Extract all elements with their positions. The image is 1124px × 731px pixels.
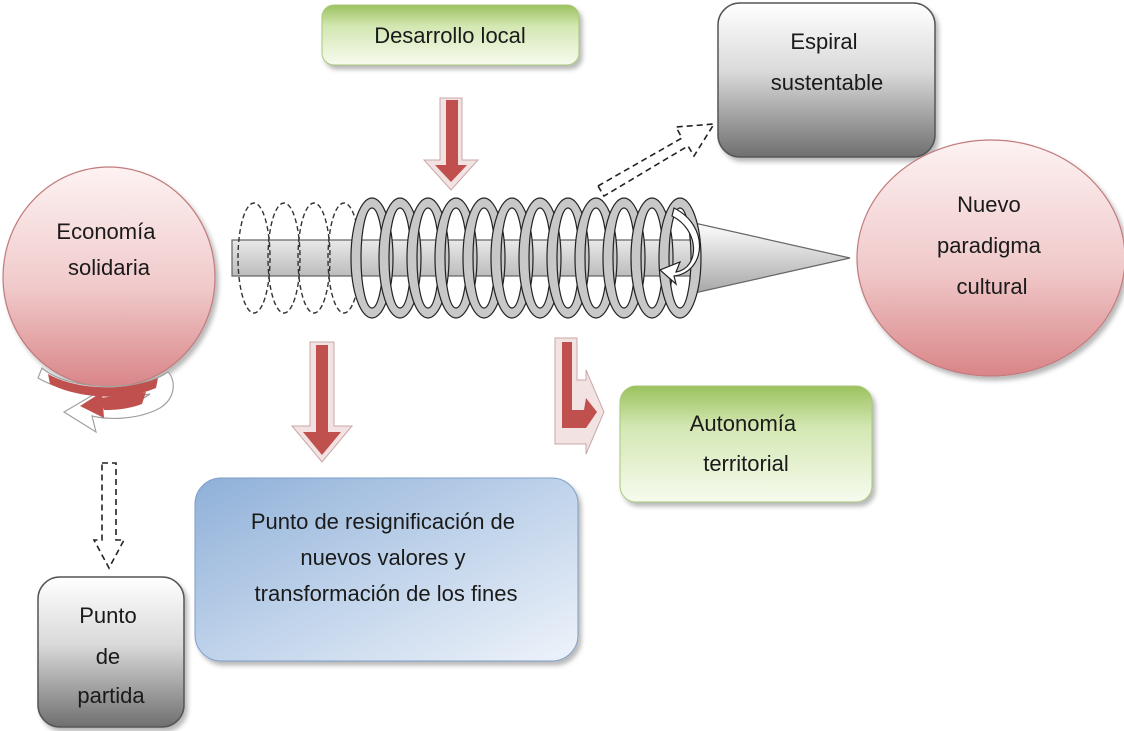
label-desarrollo-local: Desarrollo local [374,23,526,48]
box-desarrollo-local [321,4,580,66]
spiral-ghost-coil [297,202,331,314]
spiral-ghost-coil [237,202,271,314]
arrow-cycle-economia [37,367,174,434]
label-espiral-sustentable: Espiral sustentable [771,29,884,95]
spiral-coil-edge [602,197,646,319]
spiral-coil-edge [574,197,618,319]
spiral-coil-edge [462,197,506,319]
spiral-coil-edge [490,197,534,319]
spiral-coil-edge [668,207,692,309]
spiral-coil-edge [546,197,590,319]
label-punto-partida: Punto de partida [77,603,145,708]
label-nuevo-paradigma: Nuevo paradigma cultural [937,192,1047,299]
spiral-coil-edge [630,197,674,319]
label-autonomia-territorial: Autonomía territorial [690,411,803,476]
label-punto-resignificacion: Punto de resignificación de nuevos valor… [251,509,521,606]
box-punto-resignificacion [194,477,579,662]
spiral-coil-edge [350,197,394,319]
spiral-coil [237,197,702,319]
label-economia-solidaria: Economía solidaria [56,219,161,280]
spiral-coil-edge [378,197,422,319]
spiral-coil-edge [434,197,478,319]
spiral-ghost-coil [267,202,301,314]
arrow-spiral-to-resignificacion [290,341,354,463]
arrow-dashed-to-espiral [596,123,716,198]
arrow-spiral-to-autonomia [554,337,605,455]
box-espiral-sustentable [717,2,936,158]
arrow-desarrollo-down [422,97,480,191]
main-axis-arrow [231,221,851,295]
arrow-dashed-to-partida [92,462,126,570]
spiral-coil-edge [406,197,450,319]
spiral-coil-edge [658,197,702,319]
spiral-tip-curl [658,207,701,286]
ellipse-nuevo-paradigma [856,139,1124,377]
spiral-coil-edge [518,197,562,319]
box-autonomia-territorial [619,385,873,503]
box-punto-partida [37,576,185,728]
